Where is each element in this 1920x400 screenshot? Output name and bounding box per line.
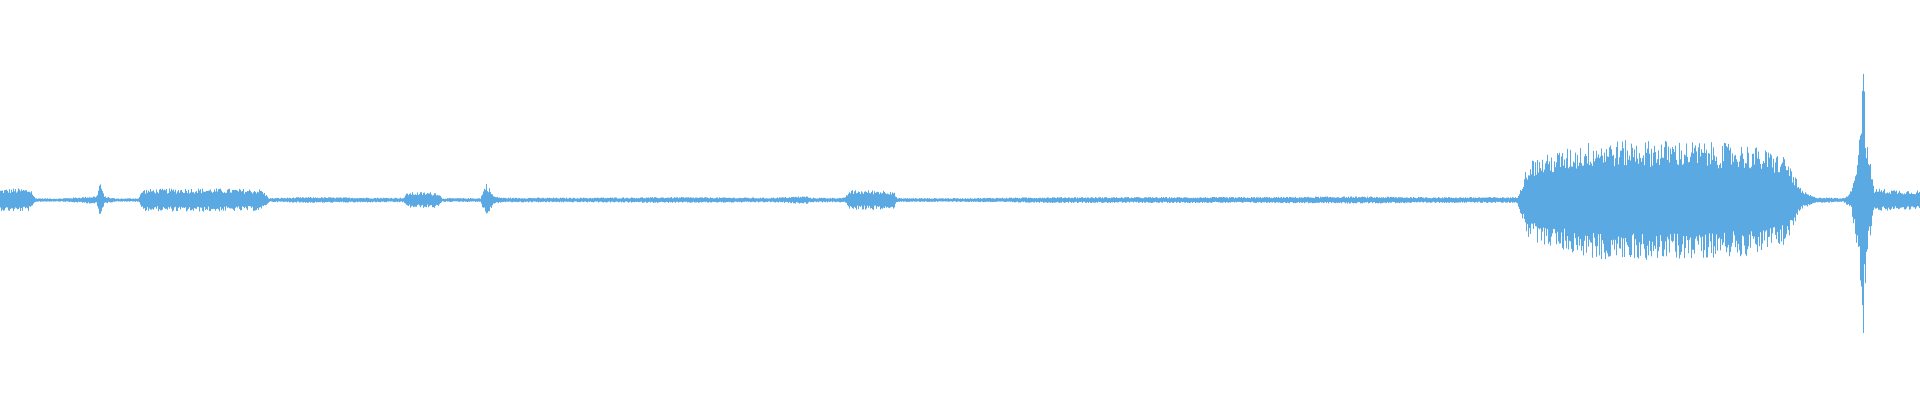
waveform-samples — [0, 73, 1920, 333]
